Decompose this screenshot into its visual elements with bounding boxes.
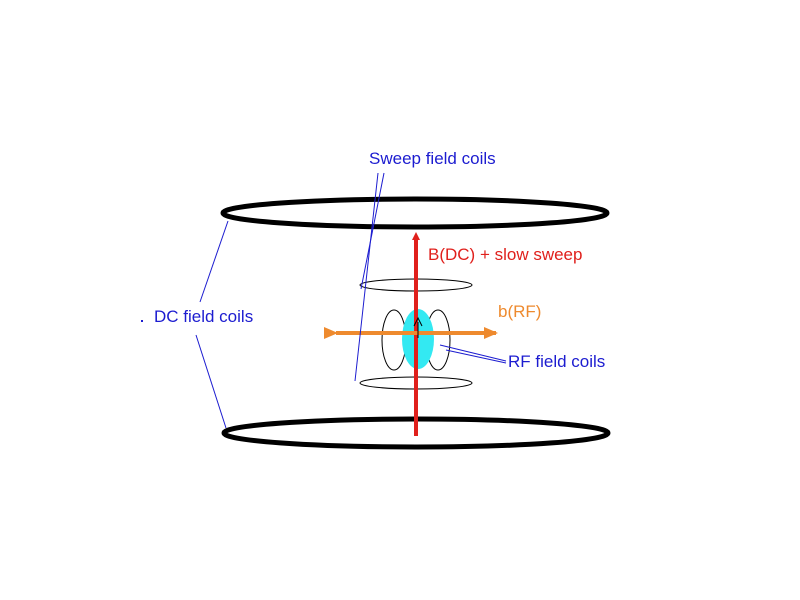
magnetization-arrowhead [413, 316, 423, 327]
label-dc-field-coils: DC field coils [154, 307, 253, 326]
rf-leader-1 [439, 344, 507, 362]
dc-leader-bottom [195, 334, 227, 429]
dc-coil-top [220, 196, 610, 230]
label-sweep-field-coils: Sweep field coils [369, 149, 496, 168]
label-b-rf: b(RF) [498, 302, 541, 321]
dc-leader-top [199, 220, 229, 303]
label-rf-field-coils: RF field coils [508, 352, 605, 371]
rf-leader-2 [445, 349, 507, 364]
sweep-leader-2 [360, 172, 385, 290]
stray-dot [141, 320, 143, 322]
sweep-leader-1 [354, 172, 379, 382]
label-b-dc: B(DC) + slow sweep [428, 245, 582, 264]
